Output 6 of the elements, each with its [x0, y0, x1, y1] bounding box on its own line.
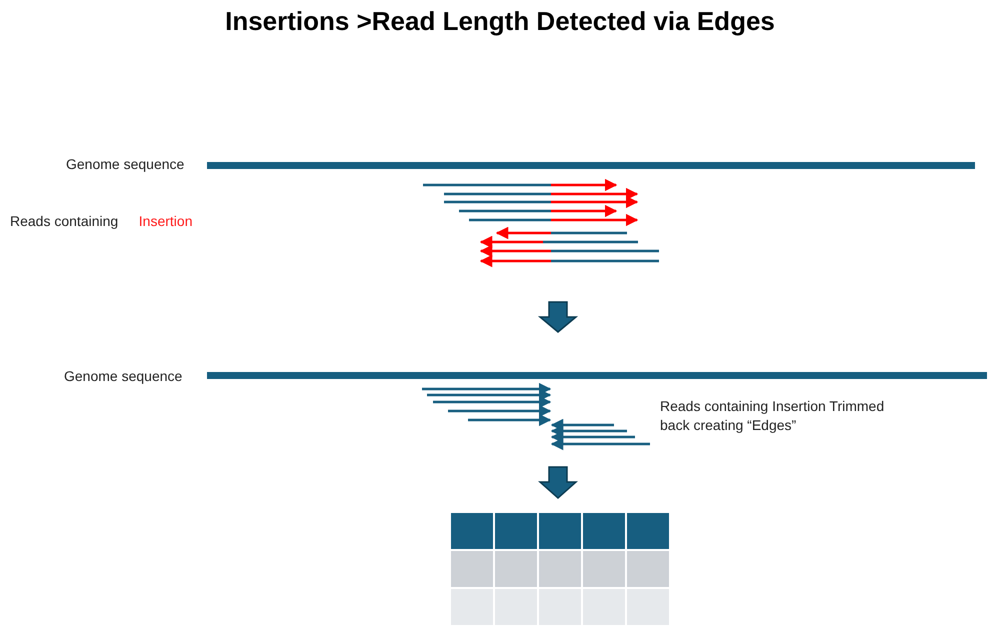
track-label: Reads containing: [10, 212, 118, 231]
title: Insertions >Read Length Detected via Edges: [224, 6, 776, 37]
insertion-label: Insertion: [138, 212, 192, 231]
track-label: Genome sequence: [66, 155, 184, 174]
annotation-text: Reads containing Insertion Trimmed back creating “Edges”: [660, 397, 886, 435]
track-label: Genome sequence: [64, 367, 182, 386]
